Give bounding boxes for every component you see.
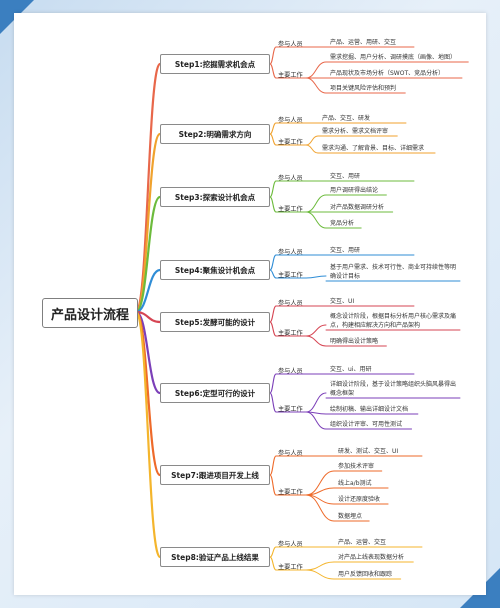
connector-work-item-3-1	[305, 194, 327, 213]
connector-work-5	[269, 321, 277, 337]
connector-participants-8	[269, 546, 277, 558]
step-node-7[interactable]: Step7:跟进项目开发上线	[160, 465, 270, 485]
step-node-1[interactable]: Step1:挖掘需求机会点	[160, 54, 270, 74]
connector-participants-6	[269, 373, 277, 394]
work-item: 对产品数据调研分析	[330, 204, 385, 211]
participants-value: 交互、用研	[330, 173, 361, 180]
connector-work-item-6-3	[305, 411, 327, 430]
connector-work-item-1-1	[305, 61, 327, 79]
work-label: 主要工作	[278, 406, 303, 413]
connector-root-step3	[134, 195, 162, 314]
participants-value: 产品、交互、研发	[322, 115, 371, 122]
connector-work-item-2-2	[305, 144, 319, 154]
participants-value: 产品、运营、交互	[338, 539, 387, 546]
work-item: 项目关键风险评估和预判	[330, 85, 397, 92]
participants-value: 研发、测试、交互、UI	[338, 448, 399, 455]
step-node-5[interactable]: Step5:发酵可能的设计	[160, 312, 270, 332]
work-item: 需求沟通、了解背景、目标、详细需求	[322, 145, 425, 152]
connector-work-item-1-3	[305, 77, 327, 94]
participants-label: 参与人员	[278, 175, 303, 182]
step-node-6[interactable]: Step6:定型可行的设计	[160, 383, 270, 403]
step-node-8[interactable]: Step8:验证产品上线结果	[160, 547, 270, 567]
work-label: 主要工作	[278, 139, 303, 146]
work-item: 线上a/b测试	[338, 480, 372, 487]
connector-work-item-5-2	[305, 335, 327, 347]
connector-participants-5	[269, 305, 277, 323]
work-label: 主要工作	[278, 72, 303, 79]
connector-root-step4	[134, 268, 162, 314]
connector-work-item-7-1	[305, 470, 335, 496]
connector-work-6	[269, 392, 277, 413]
root-node[interactable]: 产品设计流程	[42, 298, 138, 328]
participants-value: 交互、ui、用研	[330, 366, 372, 373]
work-item: 绘制初稿、输出详细设计文档	[330, 406, 409, 413]
connector-work-1	[269, 63, 277, 79]
step-title: Step1:挖掘需求机会点	[174, 59, 256, 69]
connector-root-step2	[134, 132, 162, 314]
connector-root-step8	[134, 310, 162, 559]
work-item: 对产品上线表现数据分析	[338, 554, 405, 561]
work-item: 产品现状及市场分析（SWOT、竞品分析）	[330, 70, 445, 77]
connector-participants-3	[269, 180, 277, 198]
work-item: 组织设计评审、可用性测试	[330, 421, 403, 428]
participants-label: 参与人员	[278, 300, 303, 307]
connector-work-3	[269, 196, 277, 213]
work-item: 设计还原度验收	[338, 496, 381, 503]
work-item: 竞品分析	[330, 220, 355, 227]
work-item: 基于用户需求、技术可行性、商业可持续性等明确设计目标	[330, 264, 457, 280]
participants-value: 产品、运营、用研、交互	[330, 39, 397, 46]
work-item: 用户调研得出结论	[330, 187, 379, 194]
step-title: Step2:明确需求方向	[178, 129, 252, 139]
participants-label: 参与人员	[278, 541, 303, 548]
work-label: 主要工作	[278, 206, 303, 213]
connector-work-7	[269, 474, 277, 496]
connector-work-item-3-3	[305, 211, 327, 229]
step-title: Step6:定型可行的设计	[174, 388, 256, 398]
work-item: 数据埋点	[338, 513, 363, 520]
participants-label: 参与人员	[278, 450, 303, 457]
connector-participants-1	[269, 46, 277, 65]
connector-work-item-7-4	[305, 494, 335, 522]
step-title: Step7:跟进项目开发上线	[171, 470, 259, 480]
work-item: 明确得出设计策略	[330, 338, 379, 345]
connector-work-8	[269, 556, 277, 571]
work-label: 主要工作	[278, 564, 303, 571]
connector-work-item-6-1	[305, 392, 327, 413]
participants-label: 参与人员	[278, 249, 303, 256]
work-item: 用户反馈回收和跟踪	[338, 571, 393, 578]
work-label: 主要工作	[278, 330, 303, 337]
step-title: Step8:验证产品上线结果	[171, 552, 259, 562]
participants-label: 参与人员	[278, 117, 303, 124]
connector-work-2	[269, 133, 277, 146]
participants-label: 参与人员	[278, 41, 303, 48]
connector-work-4	[269, 269, 277, 279]
work-item: 需求分析、需求文档评审	[322, 128, 389, 135]
participants-label: 参与人员	[278, 368, 303, 375]
participants-value: 交互、UI	[330, 298, 355, 305]
connector-work-item-8-1	[305, 561, 335, 571]
work-item: 详细设计阶段，基于设计策略组织头脑风暴得出概念框架	[330, 381, 457, 397]
step-title: Step3:探索设计机会点	[174, 192, 256, 202]
connector-participants-4	[269, 254, 277, 271]
work-label: 主要工作	[278, 489, 303, 496]
connector-work-item-5-1	[305, 324, 327, 337]
work-label: 主要工作	[278, 272, 303, 279]
step-title: Step5:发酵可能的设计	[174, 317, 256, 327]
participants-value: 交互、用研	[330, 247, 361, 254]
step-title: Step4:聚焦设计机会点	[174, 265, 256, 275]
work-item: 需求挖掘、用户分析、调研摸底（画像、地图）	[330, 54, 457, 61]
step-node-4[interactable]: Step4:聚焦设计机会点	[160, 260, 270, 280]
root-title: 产品设计流程	[50, 307, 129, 323]
connector-root-step1	[134, 62, 162, 314]
work-item: 参加技术评审	[338, 463, 375, 470]
connector-work-item-4-1	[305, 275, 327, 279]
connector-participants-2	[269, 122, 277, 135]
step-node-3[interactable]: Step3:探索设计机会点	[160, 187, 270, 207]
step-node-2[interactable]: Step2:明确需求方向	[160, 124, 270, 144]
connector-participants-7	[269, 455, 277, 476]
work-item: 概念设计阶段，根据目标分析用户核心需求及痛点，构建相应解决方向和产品架构	[330, 313, 457, 329]
connector-work-item-8-2	[305, 569, 335, 580]
connector-work-item-2-1	[305, 135, 319, 146]
